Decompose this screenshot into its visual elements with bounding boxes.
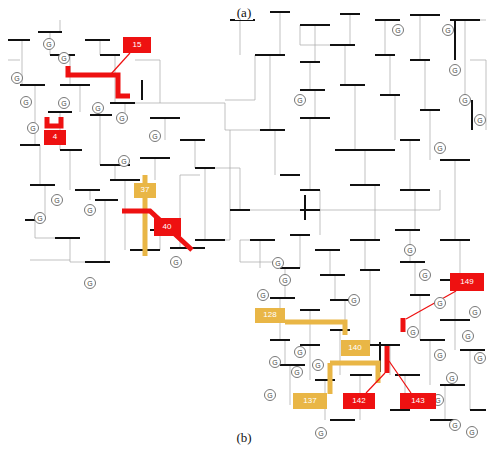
generator-symbol: G	[404, 244, 416, 256]
generator-symbol: G	[116, 112, 128, 124]
generator-symbol: G	[446, 372, 458, 384]
generator-symbol: G	[58, 52, 70, 64]
callout-number: 137	[293, 393, 327, 409]
generator-symbol: G	[469, 306, 481, 318]
generator-symbol: G	[27, 122, 39, 134]
branch-lines	[8, 12, 486, 420]
generator-symbol: G	[43, 38, 55, 50]
generator-symbol: G	[474, 114, 486, 126]
generator-symbol: G	[442, 24, 454, 36]
generator-symbol: G	[92, 102, 104, 114]
generator-symbol: G	[312, 359, 324, 371]
generator-symbol: G	[34, 212, 46, 224]
generator-symbol: G	[291, 366, 303, 378]
generator-symbol: G	[170, 256, 182, 268]
generator-symbol: G	[58, 97, 70, 109]
highlighted-branches-red	[47, 66, 403, 373]
generator-symbol: G	[149, 130, 161, 142]
generator-symbol: G	[257, 289, 269, 301]
generator-symbol: G	[462, 330, 474, 342]
generator-symbol: G	[466, 426, 478, 438]
callout-number: 149	[450, 273, 484, 291]
callout-number: 143	[400, 393, 436, 409]
generator-symbol: G	[272, 257, 284, 269]
generator-symbol: G	[20, 96, 32, 108]
callout-text: 4	[53, 133, 57, 141]
callout-text: 40	[163, 223, 172, 231]
generator-symbol: G	[269, 356, 281, 368]
generator-symbol: G	[407, 326, 419, 338]
callout-text: 149	[460, 278, 473, 286]
leader-lines	[111, 53, 456, 393]
generator-symbol: G	[392, 24, 404, 36]
callout-text: 142	[352, 397, 365, 405]
callout-text: 37	[141, 186, 150, 194]
generator-symbol: G	[348, 294, 360, 306]
generator-symbol: G	[51, 194, 63, 206]
generator-symbol: G	[459, 94, 471, 106]
bus-bars	[8, 12, 486, 420]
callout-number: 142	[343, 393, 375, 409]
generator-symbol: G	[434, 142, 446, 154]
callout-text: 15	[133, 41, 142, 49]
generator-symbol: G	[294, 346, 306, 358]
generator-symbol: G	[449, 64, 461, 76]
panel-label: (a)	[235, 5, 253, 20]
generator-symbol: G	[84, 204, 96, 216]
callout-number: 4	[44, 130, 66, 145]
generator-symbol: G	[84, 277, 96, 289]
callout-number: 40	[154, 218, 181, 236]
panel-label: (b)	[234, 430, 253, 445]
generator-symbol: G	[419, 269, 431, 281]
generator-symbol: G	[474, 352, 486, 364]
generator-symbol: G	[264, 389, 276, 401]
generator-symbol: G	[434, 297, 446, 309]
callout-text: 143	[411, 397, 424, 405]
callout-number: 140	[341, 340, 370, 356]
callout-number: 37	[134, 183, 156, 198]
generator-symbol: G	[294, 94, 306, 106]
generator-symbol: G	[315, 427, 327, 439]
generator-symbol: G	[118, 155, 130, 167]
callout-text: 137	[303, 397, 316, 405]
generator-symbol: G	[449, 419, 461, 431]
callout-number: 15	[123, 37, 151, 53]
generator-symbol: G	[11, 72, 23, 84]
highlighted-branches-orange	[145, 175, 378, 394]
callout-number: 128	[255, 308, 285, 323]
callout-text: 140	[348, 344, 361, 352]
generator-symbol: G	[279, 274, 291, 286]
callout-text: 128	[263, 311, 276, 319]
generator-symbol: G	[434, 349, 446, 361]
